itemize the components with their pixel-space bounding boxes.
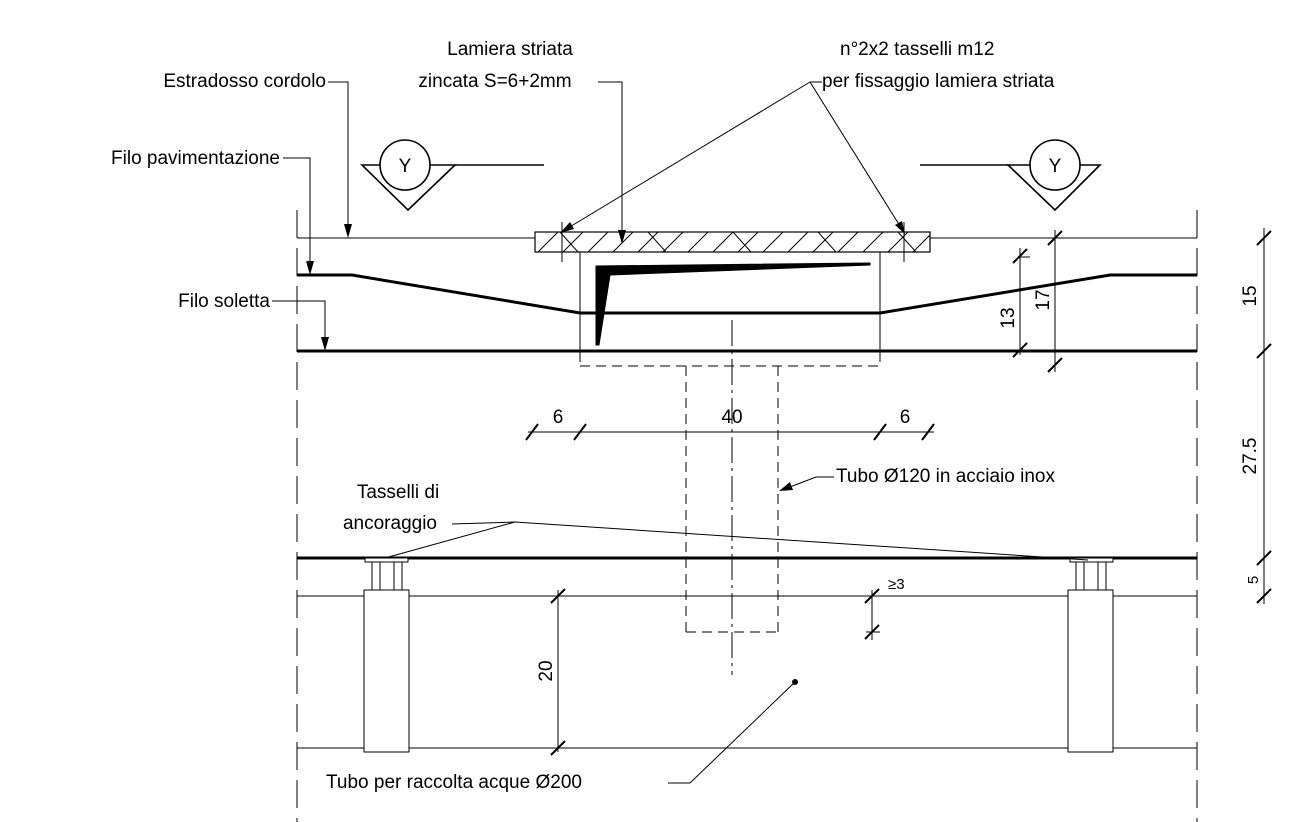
section-mark-left-label: Y [399,156,412,177]
pavement-profile [297,273,1197,315]
arrow-tasselli-m12-right [895,221,905,234]
dim-ticks-ge3 [864,588,880,640]
checker-plate [534,222,931,262]
arrow-filo-pavimentazione [306,261,314,275]
leader-tasselli-ancoraggio-right [514,521,1089,561]
dim-ticks-horizontal [525,423,935,441]
label-estradosso-cordolo: Estradosso cordolo [163,71,326,92]
dim-ticks-13-17 [1012,230,1063,373]
leader-tasselli-ancoraggio-stub [451,521,516,525]
inner-wedge [595,262,871,346]
dim-5: 5 [1245,576,1262,584]
label-lamiera-line2: zincata S=6+2mm [418,71,571,92]
section-mark-left: Y [360,139,544,212]
label-tubo-inox: Tubo Ø120 in acciaio inox [836,466,1055,487]
anchor-post-left [363,557,410,753]
label-tasselli-m12-line1: n°2x2 tasselli m12 [840,39,994,60]
section-mark-right: Y [920,139,1102,212]
arrow-estradosso-cordolo [344,224,352,238]
dim-13: 13 [998,307,1019,328]
dim-20: 20 [536,660,557,681]
dim-ticks-right-chain [1256,230,1272,604]
dim-15: 15 [1240,285,1261,306]
dim-17: 17 [1033,289,1054,310]
dim-ge3: ≥3 [888,576,905,593]
label-tubo-raccolta: Tubo per raccolta acque Ø200 [326,772,582,793]
leader-tasselli-m12-left [567,81,811,229]
dim-27-5: 27.5 [1240,438,1261,475]
anchor-post-right [1067,557,1114,753]
label-lamiera-line1: Lamiera striata [447,39,573,60]
arrow-tubo-inox [779,482,793,491]
drain-box [579,252,881,367]
arrow-lamiera [618,230,626,244]
dim-ticks-20 [550,588,566,756]
label-tasselli-ancoraggio-line2: ancoraggio [343,513,437,534]
label-filo-pavimentazione: Filo pavimentazione [111,148,280,169]
leader-tasselli-m12-right [809,81,901,227]
arrow-filo-soletta [321,337,329,351]
arrow-tasselli-m12-left [560,222,574,233]
leader-tubo-raccolta [668,681,796,784]
label-tasselli-m12-line2: per fissaggio lamiera striata [822,71,1055,92]
leader-estradosso-cordolo [328,81,349,226]
leader-filo-pavimentazione [283,157,311,263]
label-tasselli-ancoraggio-line1: Tasselli di [357,482,439,503]
dim-40: 40 [721,407,742,428]
section-mark-right-label: Y [1049,156,1062,177]
leader-lamiera [598,81,623,230]
stainless-pipe [685,320,779,675]
leader-tasselli-ancoraggio-left [384,521,516,559]
leader-tubo-inox [789,476,834,488]
dim-6-right: 6 [900,407,911,428]
leader-filo-soletta [272,300,326,339]
dot-tubo-raccolta [792,679,798,685]
label-filo-soletta: Filo soletta [178,291,270,312]
dim-6-left: 6 [553,407,564,428]
